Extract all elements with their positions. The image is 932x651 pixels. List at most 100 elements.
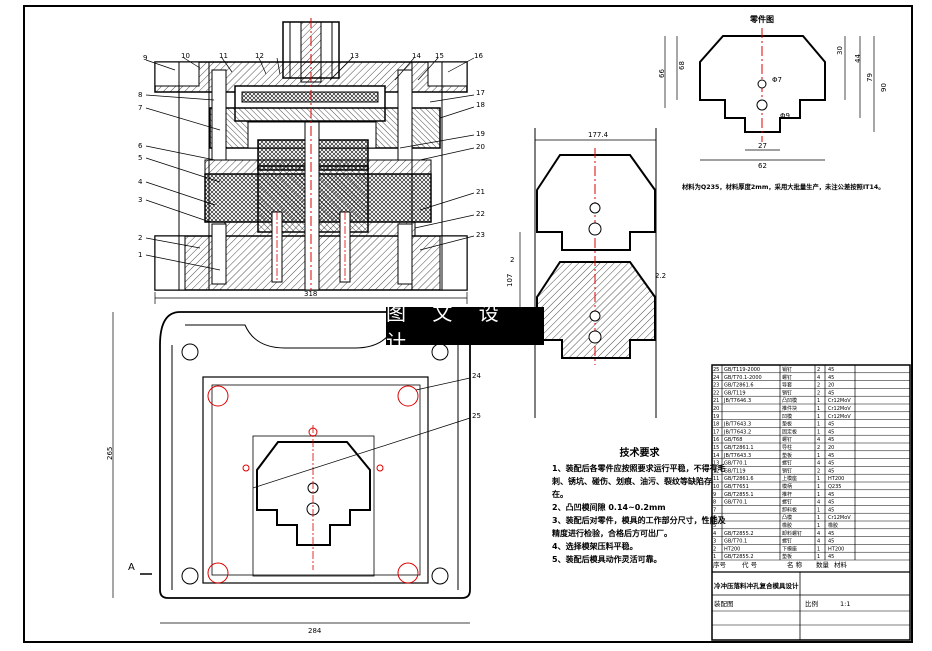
- bom-cell-no: 8: [713, 500, 716, 506]
- bom-cell-mat: Cr12MoV: [828, 406, 851, 412]
- bom-cell-qty: 1: [817, 429, 820, 435]
- bom-cell-qty: 1: [817, 515, 820, 521]
- bom-cell-name: 凸模: [782, 514, 792, 521]
- bom-cell-name: 螺钉: [782, 374, 792, 381]
- svg-text:2: 2: [510, 256, 514, 264]
- callout-numbers: 1 2 3 4 5 6 7 8 9 10 11 12 13 14 15 16 1…: [138, 52, 485, 259]
- bom-cell-no: 3: [713, 539, 716, 545]
- callout-7: 7: [138, 104, 142, 112]
- bom-cell-qty: 2: [817, 383, 820, 389]
- bom-header-qty: 数量: [816, 560, 830, 569]
- tech-item-3: 3、装配后对零件，模具的工作部分尺寸，性能及精度进行检验，合格后方可出厂。: [552, 516, 726, 538]
- callout-3: 3: [138, 196, 142, 204]
- bom-cell-std: JB/T7643.2: [723, 429, 751, 435]
- part-drawing: 零件图 Φ7 Φ9 66 68 62 27 30 44 79 90 材料为Q23…: [658, 14, 888, 191]
- section-label: A: [128, 562, 135, 573]
- tech-item-2: 2、凸凹模间隙 0.14~0.2mm: [552, 503, 666, 512]
- bom-cell-name: 垫板: [782, 553, 792, 560]
- bom-cell-name: 卸料螺钉: [782, 530, 802, 537]
- bom-cell-mat: 45: [828, 375, 834, 381]
- callout-19: 19: [476, 130, 485, 138]
- callout-17: 17: [476, 89, 485, 97]
- svg-text:265: 265: [106, 447, 114, 460]
- bom-cell-no: 19: [713, 414, 719, 420]
- bom-cell-qty: 1: [817, 453, 820, 459]
- bom-cell-std: GB/T68: [724, 437, 742, 443]
- bom-cell-qty: 2: [817, 390, 820, 396]
- bom-cell-no: 10: [713, 484, 719, 490]
- bom-cell-std: GB/T7651: [724, 484, 749, 490]
- callout-13: 13: [350, 52, 359, 60]
- bom-cell-mat: Q235: [828, 484, 841, 490]
- bom-cell-qty: 1: [817, 422, 820, 428]
- callout-16: 16: [474, 52, 483, 60]
- bom-cell-mat: 45: [828, 429, 834, 435]
- bom-cell-no: 22: [713, 390, 719, 396]
- bom-scale: 1:1: [840, 600, 850, 608]
- bom-cell-no: 1: [713, 554, 716, 560]
- bom-cell-name: 垫板: [782, 421, 792, 428]
- bom-cell-no: 6: [713, 515, 716, 521]
- bom-cell-mat: 橡胶: [828, 522, 838, 529]
- bom-cell-mat: 45: [828, 437, 834, 443]
- svg-text:79: 79: [866, 73, 874, 82]
- bom-cell-mat: HT200: [828, 476, 844, 482]
- bom-cell-mat: 45: [828, 453, 834, 459]
- bom-cell-qty: 1: [817, 414, 820, 420]
- svg-text:27: 27: [758, 142, 767, 150]
- tech-item-1: 1、装配后各零件应按照要求运行平稳，不得有毛刺、锈坑、碰伤、划痕、油污、裂纹等缺…: [552, 464, 726, 499]
- svg-text:30: 30: [836, 46, 844, 55]
- callout-11: 11: [219, 52, 228, 60]
- part-title: 零件图: [749, 14, 774, 24]
- bom-cell-no: 24: [713, 375, 719, 381]
- bom-cell-qty: 1: [817, 398, 820, 404]
- callout-21: 21: [476, 188, 485, 196]
- svg-text:177.4: 177.4: [588, 131, 609, 139]
- bom-cell-std: GB/T70.1: [724, 500, 747, 506]
- callout-6: 6: [138, 142, 143, 150]
- bom-cell-no: 17: [713, 429, 719, 435]
- bom-cell-mat: 45: [828, 390, 834, 396]
- bom-cell-no: 7: [713, 507, 716, 513]
- callout-20: 20: [476, 143, 485, 151]
- bom-cell-mat: 45: [828, 539, 834, 545]
- svg-text:90: 90: [880, 83, 888, 92]
- part-note: 材料为Q235，材料厚度2mm，采用大批量生产，未注公差按照IT14。: [682, 182, 885, 191]
- callout-12: 12: [255, 52, 264, 60]
- plan-view: 24 25 265 284 A: [106, 311, 481, 635]
- bom-cell-name: 销钉: [782, 366, 792, 373]
- bom-cell-mat: Cr12MoV: [828, 515, 851, 521]
- bom-cell-mat: 20: [828, 445, 834, 451]
- bom-cell-name: 上模座: [782, 475, 797, 482]
- svg-text:107: 107: [506, 274, 514, 287]
- bom-cell-name: 销钉: [782, 389, 792, 396]
- bom-cell-qty: 1: [817, 523, 820, 529]
- bom-cell-std: JB/T7643.3: [723, 422, 751, 428]
- svg-text:68: 68: [678, 61, 686, 70]
- bom-cell-qty: 1: [817, 484, 820, 490]
- callout-1: 1: [138, 251, 142, 259]
- bom-cell-no: 5: [713, 523, 716, 529]
- bom-cell-no: 20: [713, 406, 719, 412]
- bom-cell-name: 螺钉: [782, 460, 792, 467]
- bom-cell-no: 14: [713, 453, 719, 459]
- dim-die-width: 318: [154, 290, 468, 304]
- bom-cell-std: GB/T2855.1: [724, 492, 754, 498]
- bom-cell-name: 垫板: [782, 452, 792, 459]
- bom-cell-no: 2: [713, 546, 716, 552]
- bom-cell-no: 11: [713, 476, 719, 482]
- bom-cell-mat: 45: [828, 468, 834, 474]
- bom-cell-qty: 1: [817, 492, 820, 498]
- bom-cell-std: GB/T119: [724, 468, 746, 474]
- callout-23: 23: [476, 231, 485, 239]
- callout-2: 2: [138, 234, 142, 242]
- bom-scale-label: 比例: [805, 599, 818, 608]
- bom-cell-name: 螺钉: [782, 538, 792, 545]
- bom-cell-name: 推杆: [782, 491, 792, 498]
- svg-text:Φ7: Φ7: [772, 76, 782, 84]
- svg-text:62: 62: [758, 162, 767, 170]
- bom-cell-std: JB/T7646.3: [723, 398, 751, 404]
- bom-cell-qty: 4: [817, 531, 820, 537]
- bom-cell-no: 18: [713, 422, 719, 428]
- bom-cell-name: 下模座: [782, 545, 797, 552]
